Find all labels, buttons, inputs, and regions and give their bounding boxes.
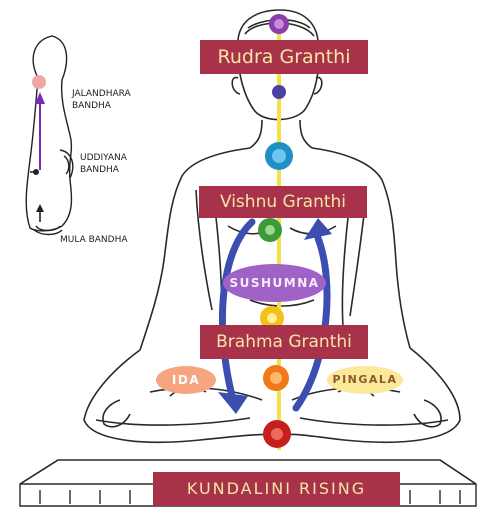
root-chakra-icon [263, 420, 291, 448]
crown-chakra-icon [269, 14, 289, 34]
throat-chakra-icon [265, 142, 293, 170]
ascending-arrow [296, 238, 327, 408]
descending-arrow-head-icon [218, 392, 248, 414]
brahma-granthi-banner: Brahma Granthi [200, 325, 368, 359]
third-eye-chakra-icon [272, 85, 286, 99]
uddiyana-line-1: UDDIYANA [80, 152, 127, 164]
mula-arrow-head-icon [36, 204, 44, 212]
heart-chakra-icon [258, 218, 282, 242]
uddiyana-bandha-label: UDDIYANA BANDHA [80, 152, 127, 176]
vishnu-granthi-banner: Vishnu Granthi [199, 186, 367, 218]
sushumna-label: SUSHUMNA [223, 264, 326, 302]
jalandhara-bandha-label: JALANDHARA BANDHA [72, 88, 131, 112]
jalandhara-line-2: BANDHA [72, 100, 131, 112]
kundalini-rising-banner: KUNDALINI RISING [153, 472, 400, 506]
ascending-arrow-head-icon [304, 218, 332, 240]
sacral-chakra-icon [263, 365, 289, 391]
descending-arrow [222, 222, 252, 396]
ida-label: IDA [156, 366, 216, 394]
mula-bandha-label: MULA BANDHA [60, 234, 128, 246]
rudra-granthi-banner: Rudra Granthi [200, 40, 368, 74]
jalandhara-line-1: JALANDHARA [72, 88, 131, 100]
bandha-figure [26, 36, 73, 235]
uddiyana-line-2: BANDHA [80, 164, 127, 176]
pingala-label: PINGALA [327, 366, 403, 394]
jalandhara-point-icon [32, 75, 46, 89]
